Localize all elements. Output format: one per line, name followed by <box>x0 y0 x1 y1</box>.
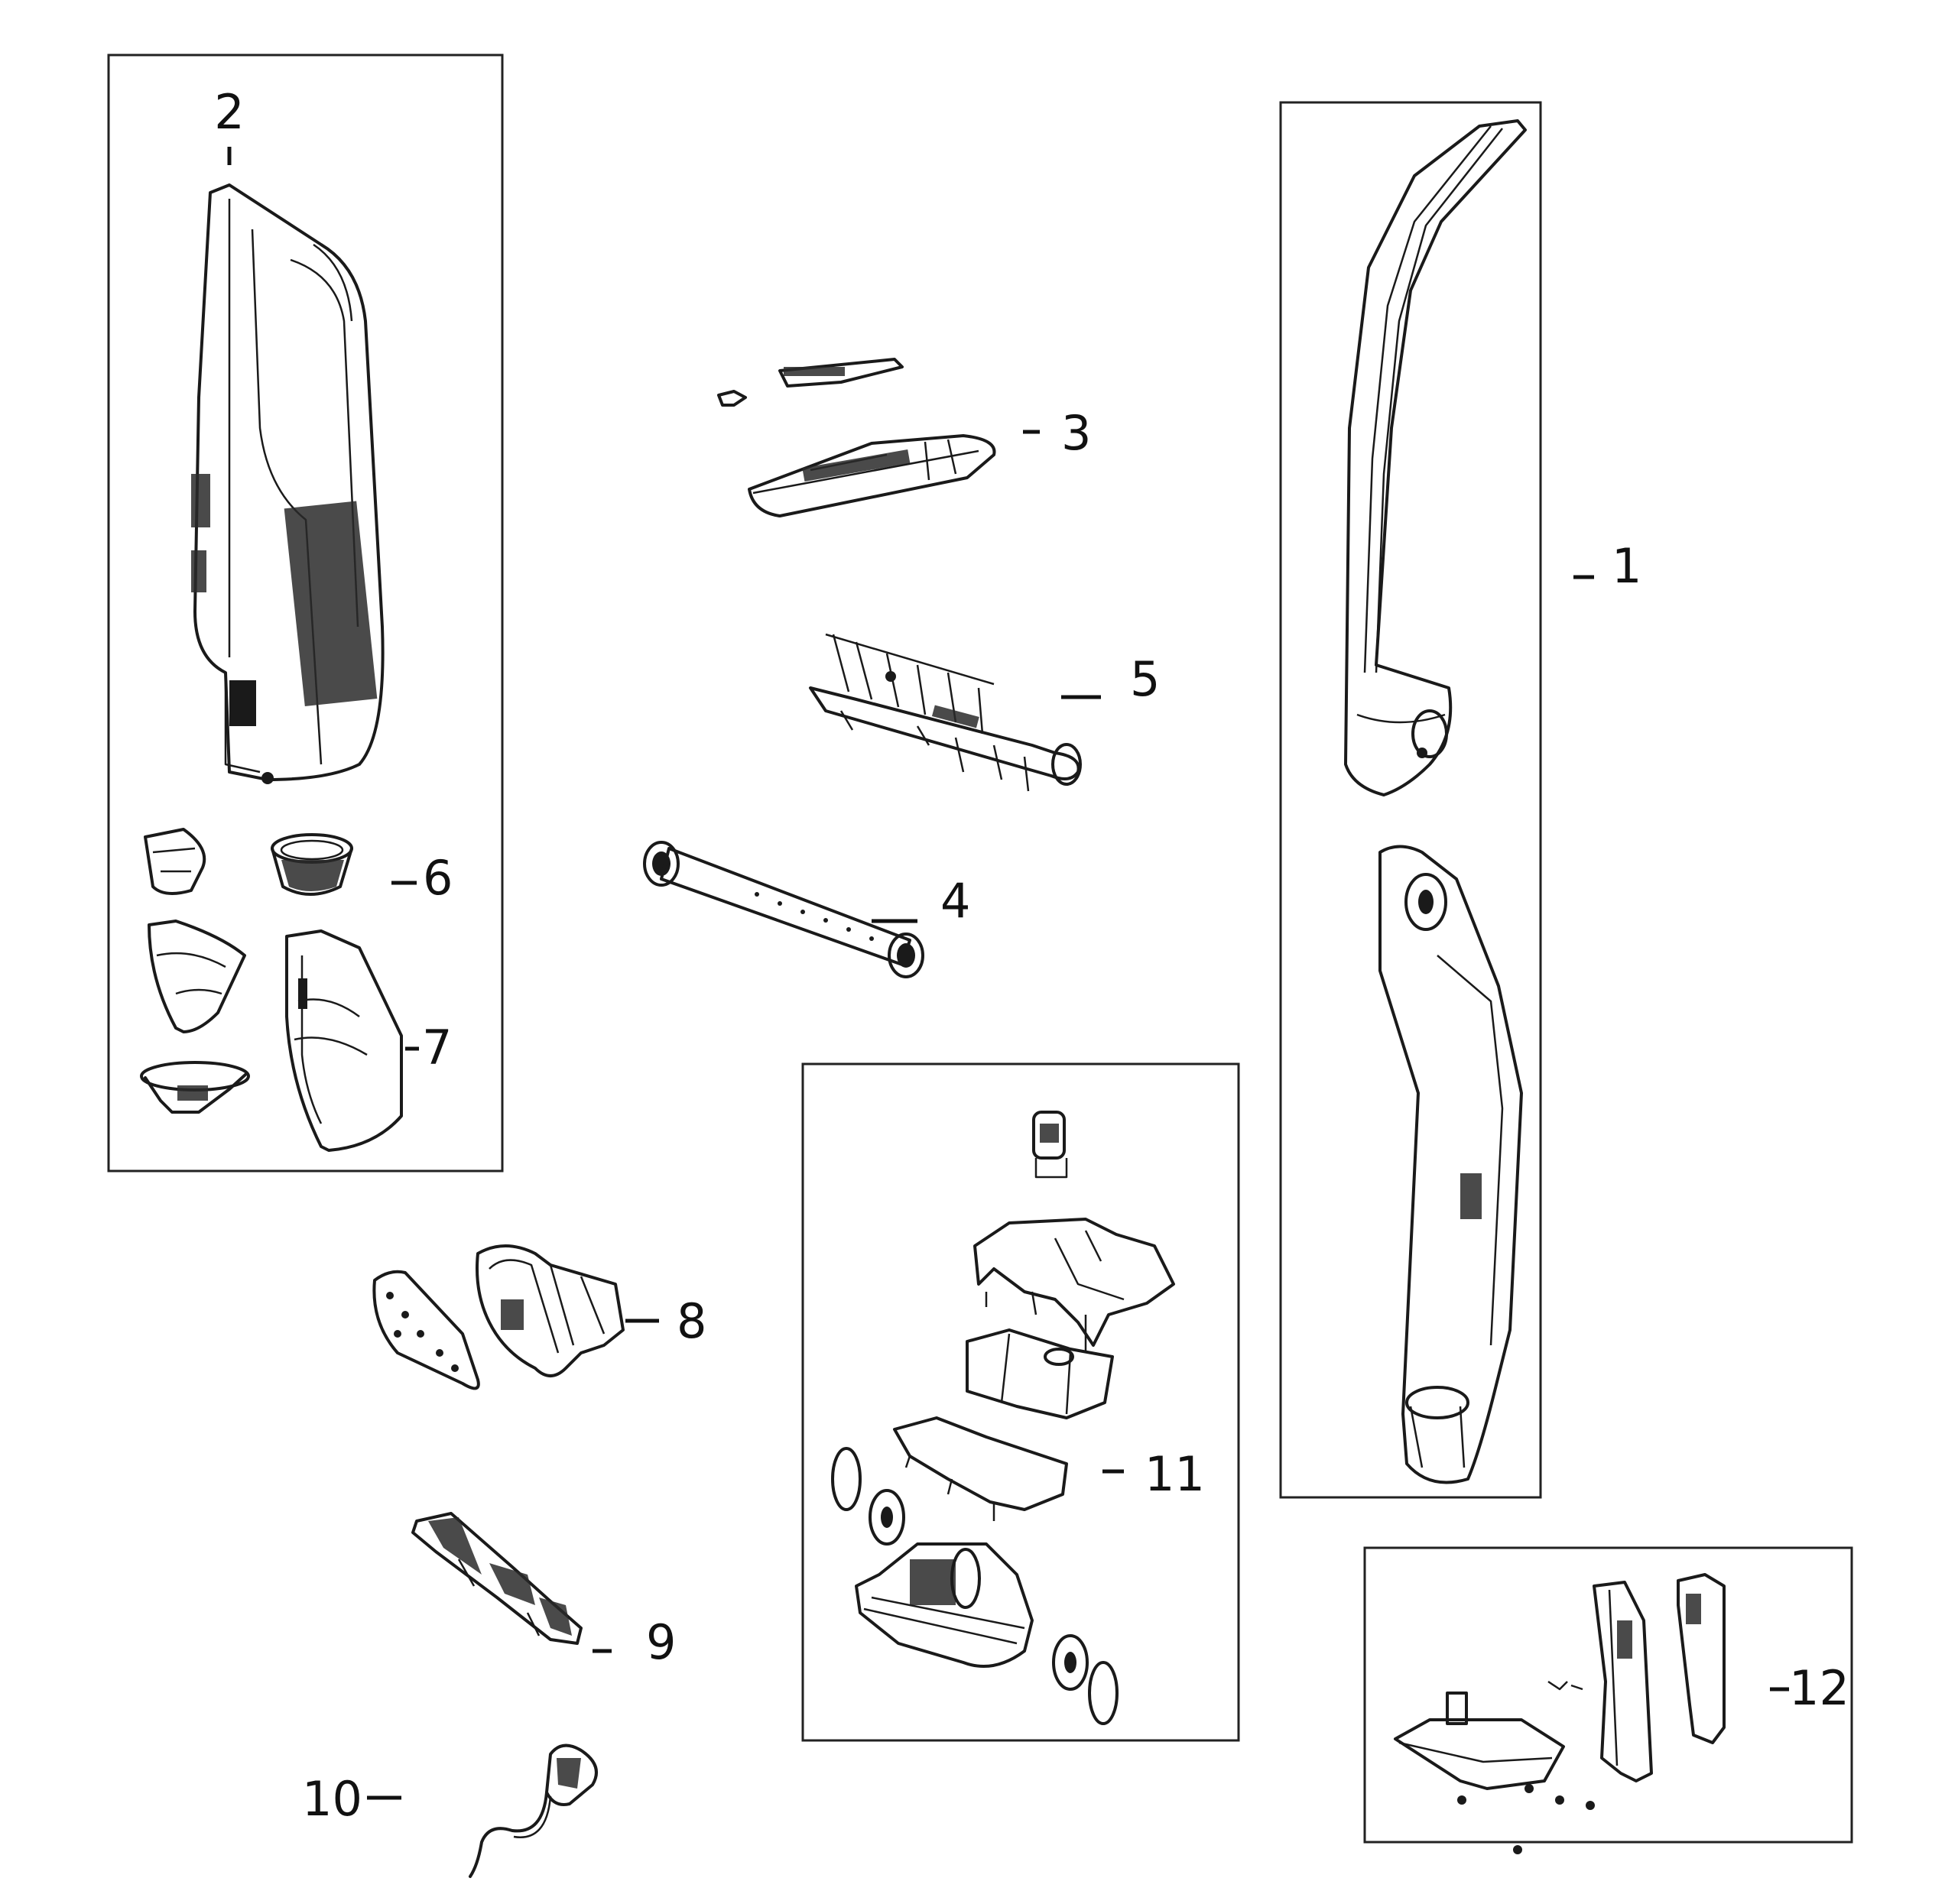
part-3-nozzle-cover <box>717 358 996 517</box>
frame-base-group <box>801 1062 1240 1742</box>
part-label-3: 3 <box>1061 405 1091 461</box>
part-5-brush-roll <box>809 633 1082 792</box>
part-11-base-assembly <box>831 1111 1175 1725</box>
frame-handheld-group <box>107 54 504 1173</box>
part-7-dirt-cup <box>140 920 403 1152</box>
frame-tray-group <box>1363 1546 1853 1844</box>
part-10-power-cord <box>469 1743 598 1878</box>
part-12-tray-brackets <box>1394 1573 1726 1854</box>
part-label-11: 11 <box>1145 1446 1205 1502</box>
part-label-8: 8 <box>677 1293 706 1349</box>
part-label-7: 7 <box>422 1020 452 1075</box>
part-1-handle <box>1344 119 1527 1484</box>
part-6-filter <box>144 828 353 896</box>
part-label-12: 12 <box>1789 1660 1849 1716</box>
part-label-1: 1 <box>1612 538 1641 594</box>
part-2-handheld-body <box>191 183 385 784</box>
part-label-2: 2 <box>214 84 244 140</box>
part-label-6: 6 <box>423 850 453 906</box>
part-8-filter-housing <box>372 1244 625 1390</box>
part-label-10: 10 <box>302 1771 362 1827</box>
part-label-4: 4 <box>940 873 970 929</box>
frame-handle-group <box>1279 101 1542 1499</box>
part-4-axle <box>643 841 924 978</box>
part-label-9: 9 <box>646 1614 676 1670</box>
part-9-agitator <box>411 1512 583 1645</box>
part-label-5: 5 <box>1130 651 1160 707</box>
